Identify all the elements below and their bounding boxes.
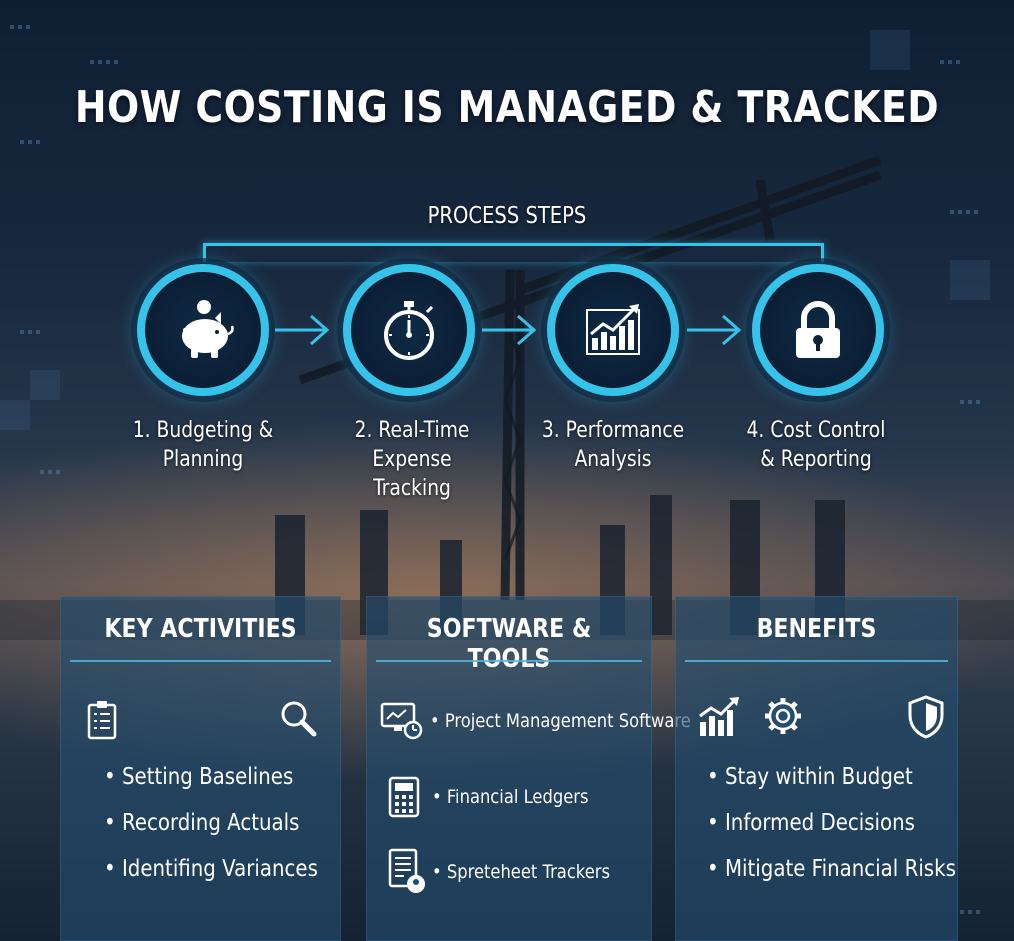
process-steps-label: PROCESS STEPS [427, 203, 587, 229]
step-label-budgeting: 1. Budgeting & Planning [110, 416, 297, 474]
list-item-text: Recording Actuals [121, 810, 300, 836]
step-label-line: Tracking [373, 476, 451, 501]
step-tracking-circle [343, 264, 475, 396]
list-item-text: Setting Baselines [121, 764, 294, 790]
list-item: • Identifing Variances [104, 856, 318, 882]
key-activities-panel: KEY ACTIVITIES • Setting Baselines • Rec… [60, 596, 341, 941]
step-label-line: Planning [162, 447, 244, 472]
tool-label: Project Management Software [444, 710, 691, 732]
step-budgeting-circle [137, 264, 269, 396]
monitor-clock-icon [380, 702, 423, 740]
arrow-right-icon [687, 314, 742, 346]
stopwatch-icon [384, 301, 434, 360]
tool-label: Financial Ledgers [446, 786, 589, 808]
step-label-tracking: 2. Real-Time Expense Tracking [319, 416, 506, 503]
step-label-line: 1. Budgeting & [132, 418, 274, 443]
clipboard-icon [87, 701, 117, 740]
panel-title: KEY ACTIVITIES [104, 614, 297, 644]
panel-divider [376, 660, 642, 662]
panel-title: BENEFITS [756, 614, 877, 644]
list-item-text: Stay within Budget [724, 764, 913, 790]
list-item-text: Mitigate Financial Risks [724, 856, 956, 882]
benefits-list: • Stay within Budget • Informed Decision… [675, 754, 990, 892]
tool-label: Spreteheet Trackers [446, 861, 610, 883]
panel-divider [70, 660, 331, 662]
magnifier-icon [281, 701, 317, 737]
document-icon [388, 848, 425, 893]
step-label-line: 3. Performance [541, 418, 685, 443]
list-item: • Mitigate Financial Risks [707, 856, 956, 882]
tool-item: • Spreteheet Trackers [388, 848, 639, 896]
process-bracket [203, 243, 824, 262]
piggy-bank-icon [182, 300, 234, 358]
step-label-analysis: 3. Performance Analysis [520, 416, 707, 474]
shield-icon [908, 695, 944, 739]
arrow-right-icon [275, 314, 330, 346]
list-item: • Informed Decisions [707, 810, 915, 836]
padlock-icon [796, 301, 840, 358]
list-item: • Stay within Budget [707, 764, 913, 790]
step-analysis-circle [547, 264, 679, 396]
arrow-right-icon [482, 314, 537, 346]
growth-chart-icon [586, 304, 640, 355]
step-label-line: Analysis [574, 447, 652, 472]
step-label-line: & Reporting [760, 447, 872, 472]
software-tools-panel: SOFTWARE & TOOLS • Project Management So… [366, 596, 691, 941]
tool-item: • Financial Ledgers [388, 776, 614, 818]
step-label-line: 4. Cost Control [746, 418, 886, 443]
key-activities-list: • Setting Baselines • Recording Actuals … [60, 754, 385, 892]
calculator-icon [388, 776, 420, 818]
step-label-control: 4. Cost Control & Reporting [723, 416, 910, 474]
panel-title: SOFTWARE & TOOLS [426, 614, 592, 674]
list-item-text: Identifing Variances [121, 856, 318, 882]
page-title: HOW COSTING IS MANAGED & TRACKED [74, 82, 940, 133]
list-item-text: Informed Decisions [724, 810, 915, 836]
panel-divider [685, 660, 948, 662]
list-item: • Setting Baselines [104, 764, 294, 790]
growth-chart-icon [699, 697, 739, 736]
benefits-panel: BENEFITS • Stay within Budget • Informed… [675, 596, 958, 941]
tool-item: • Project Management Software [380, 702, 733, 740]
list-item: • Recording Actuals [104, 810, 300, 836]
gear-icon [765, 698, 801, 734]
step-label-line: 2. Real-Time Expense [354, 418, 470, 472]
step-control-circle [752, 264, 884, 396]
